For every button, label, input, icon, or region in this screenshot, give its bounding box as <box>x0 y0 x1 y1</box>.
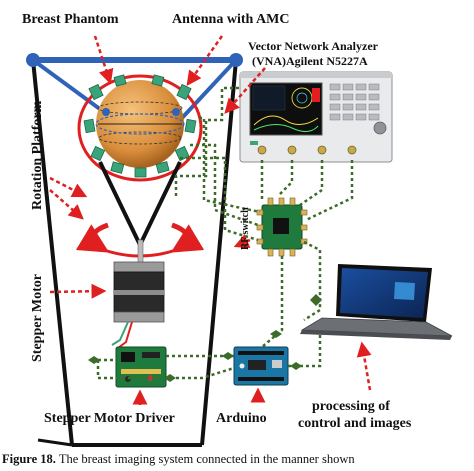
label-antenna: Antenna with AMC <box>172 12 289 27</box>
stepper-driver-board <box>115 346 167 388</box>
laptop <box>300 264 453 340</box>
cable-junctions <box>88 294 322 382</box>
label-stepper-motor: Stepper Motor <box>30 274 45 362</box>
label-arduino: Arduino <box>216 411 267 426</box>
caption-text: The breast imaging system connected in t… <box>58 452 355 466</box>
label-breast-phantom: Breast Phantom <box>22 12 119 27</box>
label-rotation-platform: Rotation Platform <box>30 100 45 210</box>
indicator-arrows <box>49 35 372 405</box>
figure-caption: Figure 18. The breast imaging system con… <box>2 452 474 471</box>
shaft-linkage <box>98 161 182 246</box>
antenna-array <box>83 74 197 178</box>
arduino-board <box>233 346 289 386</box>
label-vna-line2: (VNA)Agilent N5227A <box>252 54 368 68</box>
breast-phantom <box>77 74 203 182</box>
label-rf-switch: RF switch <box>240 207 251 250</box>
mounting-frame <box>26 53 243 447</box>
stepper-motor <box>111 239 165 349</box>
label-processing-line1: processing of <box>312 399 390 414</box>
label-processing-line2: control and images <box>298 416 412 431</box>
rf-switch <box>256 197 308 257</box>
vna-instrument <box>239 71 393 163</box>
label-vna-line1: Vector Network Analyzer <box>248 39 379 53</box>
label-stepper-driver: Stepper Motor Driver <box>44 411 175 426</box>
caption-prefix: Figure 18. <box>2 452 56 466</box>
